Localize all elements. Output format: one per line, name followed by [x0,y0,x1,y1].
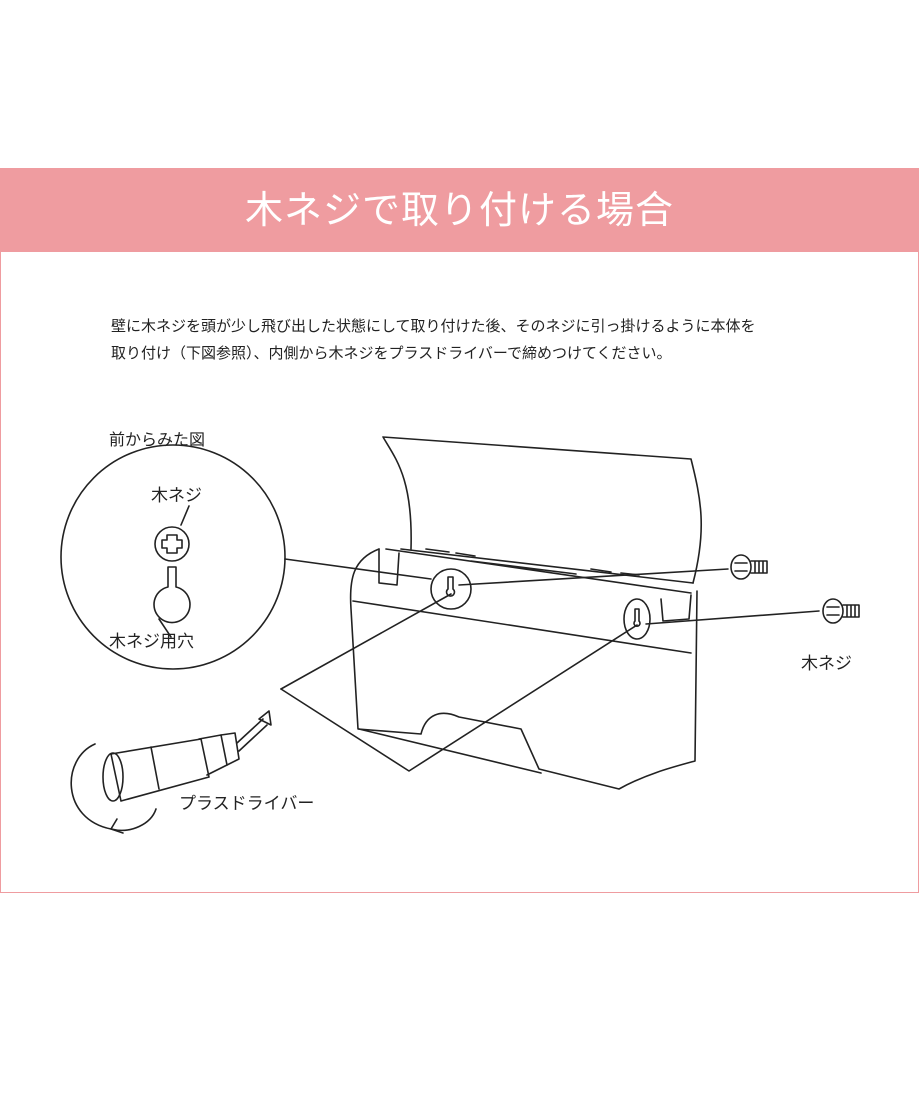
description-line-1: 壁に木ネジを頭が少し飛び出した状態にして取り付けた後、そのネジに引っ掛けるように… [111,317,756,335]
instruction-panel: 木ネジで取り付ける場合 壁に木ネジを頭が少し飛び出した状態にして取り付けた後、そ… [0,168,919,893]
rotation-arrowhead-icon [110,818,124,834]
box-top-rim [385,548,694,594]
box-inner-edge [352,600,692,774]
detail-hole-leader [158,618,172,638]
screwdriver-label: プラスドライバー [179,794,314,814]
detail-screw-label: 木ネジ [151,486,202,506]
front-view-caption: 前からみた図 [109,430,205,449]
box-inner-panel [378,548,692,622]
screw-head-icon [154,526,190,562]
screw-leader-side [645,610,820,625]
side-screw-label: 木ネジ [801,654,852,674]
header-bar: 木ネジで取り付ける場合 [1,169,918,252]
box-slots [425,548,640,576]
wall-plane [280,624,638,772]
screwdriver-icon [102,710,272,802]
wood-screw-icon-top [730,554,768,580]
wall-guide [280,593,452,690]
box-keyhole-right [623,598,651,640]
box-lid [382,436,703,584]
box-keyhole-left [430,568,472,610]
keyhole-icon [153,566,191,624]
rotation-arrow-icon [70,743,157,831]
screw-leader-top [458,568,729,586]
wood-screw-icon-side [822,598,860,624]
header-title: 木ネジで取り付ける場合 [244,188,674,232]
detail-hole-label: 木ネジ用穴 [109,632,194,652]
detail-to-box-leader [284,558,432,580]
installation-diagram: 前からみた図 木ネジ 木ネジ用穴 [60,430,860,834]
detail-screw-leader [180,505,190,526]
box-body [349,548,698,790]
front-view-detail-circle [60,444,286,670]
description-line-2: 取り付け（下図参照）、内側から木ネジをプラスドライバーで締めつけてください。 [111,344,672,362]
